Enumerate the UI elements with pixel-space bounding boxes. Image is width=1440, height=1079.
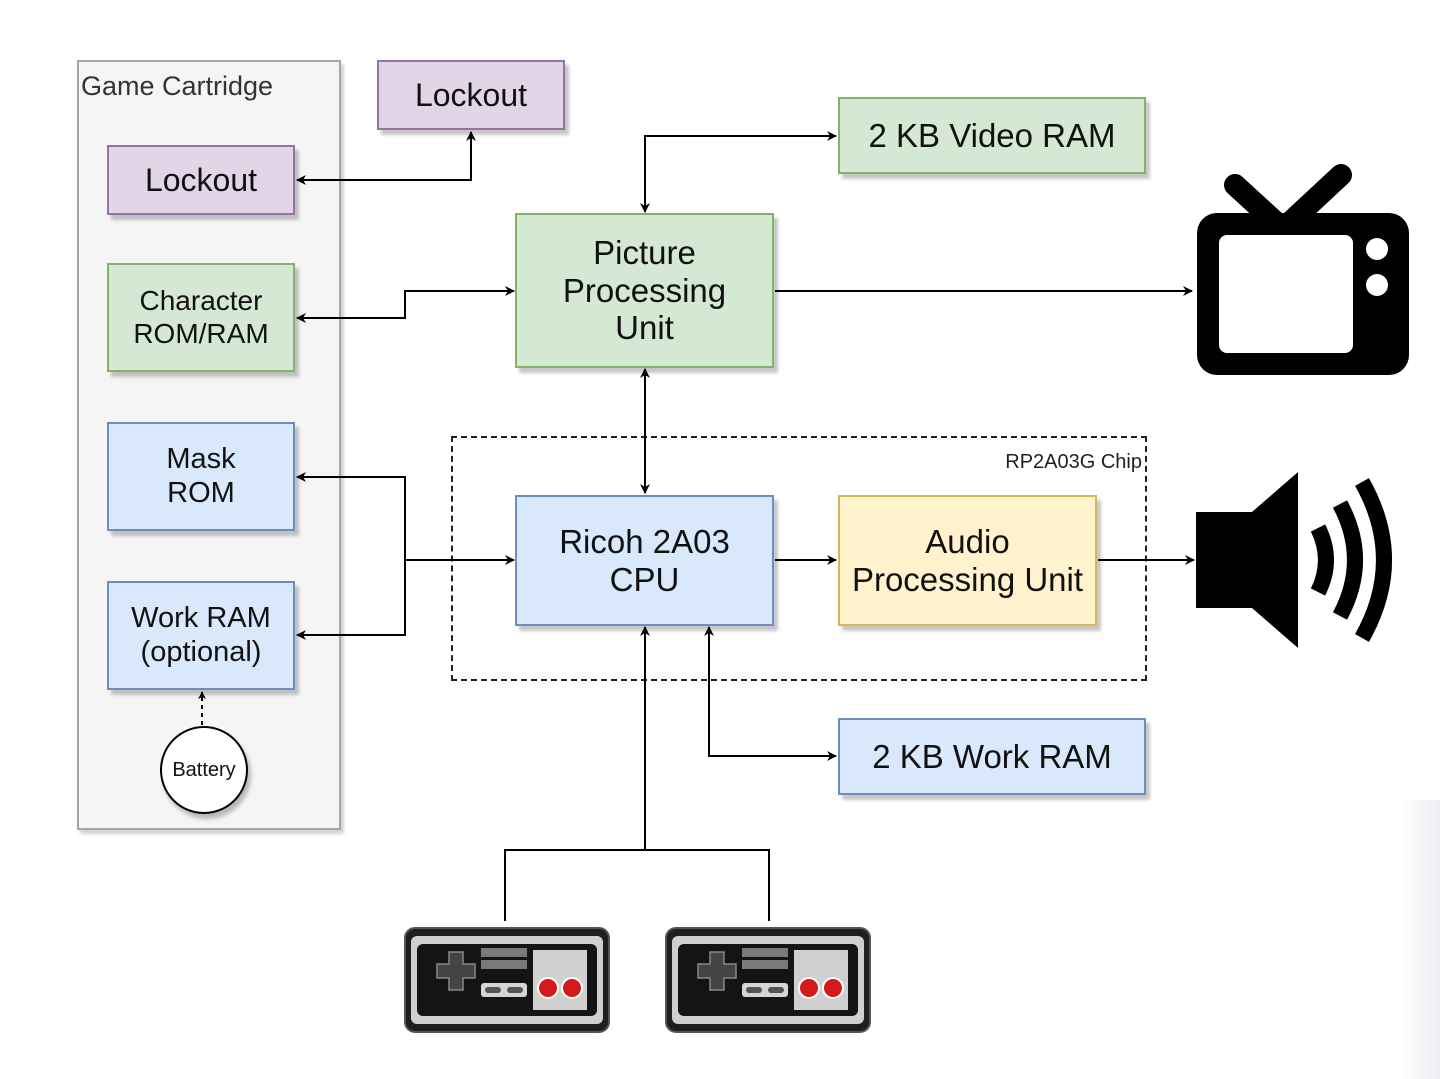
cartridge-title: Game Cartridge [81, 71, 274, 101]
nes-controller-icon [404, 927, 610, 1033]
battery-label: Battery [172, 758, 236, 781]
lockout-external-block: Lockout [377, 60, 565, 130]
nes-controller-icon [665, 927, 871, 1033]
chip-label: RP2A03G Chip [1005, 451, 1142, 473]
ppu-block: Picture Processing Unit [515, 213, 774, 368]
apu-label-line2: Processing Unit [851, 560, 1084, 598]
character-rom-label-line2: ROM/RAM [133, 317, 269, 349]
work-ram-block: 2 KB Work RAM [838, 718, 1146, 795]
connector-ppu-vram [640, 131, 837, 213]
apu-label-line1: Audio [925, 522, 1010, 560]
character-rom-label-line1: Character [139, 285, 263, 317]
mask-rom-label-line2: ROM [167, 476, 235, 509]
work-ram-optional-label-line2: (optional) [140, 635, 262, 668]
battery-circle: Battery [160, 726, 248, 814]
ppu-label-line1: Picture [593, 233, 696, 271]
connector-cpu-wram [704, 626, 837, 761]
connector-controller-split [504, 849, 770, 921]
cpu-block: Ricoh 2A03 CPU [515, 495, 774, 626]
connector-lockout [296, 131, 476, 185]
connector-maskrom-bus [296, 472, 406, 640]
video-ram-block: 2 KB Video RAM [838, 97, 1146, 174]
lockout-cartridge-block: Lockout [107, 145, 295, 215]
television-icon [1197, 164, 1409, 375]
lockout-cartridge-label: Lockout [144, 161, 258, 198]
cpu-label-line1: Ricoh 2A03 [559, 522, 730, 560]
work-ram-label: 2 KB Work RAM [872, 737, 1112, 775]
character-rom-block: Character ROM/RAM [107, 263, 295, 372]
edge-shadow [1400, 800, 1440, 1079]
lockout-external-label: Lockout [414, 76, 528, 113]
speaker-icon [1196, 472, 1392, 648]
apu-block: Audio Processing Unit [838, 495, 1097, 626]
mask-rom-label-line1: Mask [166, 443, 236, 476]
ppu-label-line3: Unit [615, 309, 674, 347]
mask-rom-block: Mask ROM [107, 422, 295, 531]
ppu-label-line2: Processing [562, 271, 727, 309]
cpu-label-line2: CPU [609, 560, 680, 598]
connector-chr-ppu [296, 286, 515, 323]
work-ram-optional-block: Work RAM (optional) [107, 581, 295, 690]
video-ram-label: 2 KB Video RAM [868, 116, 1116, 154]
work-ram-optional-label-line1: Work RAM [131, 602, 271, 635]
